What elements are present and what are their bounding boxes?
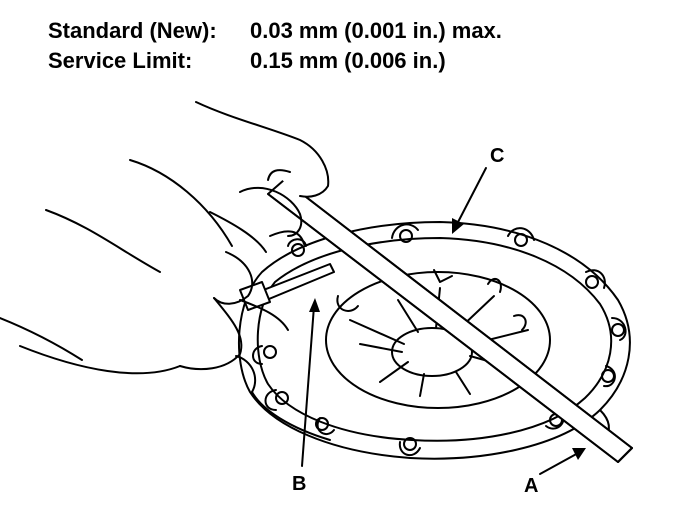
arrowhead-c [452,218,464,234]
arrowhead-b [309,298,320,312]
leader-a [539,451,581,475]
pressure-plate [237,221,631,460]
callout-a: A [524,475,539,497]
leader-b [301,305,315,467]
leader-lines [301,167,581,475]
spec-standard-label: Standard (New): [48,18,217,43]
arrowhead-a [572,448,586,460]
diaphragm-spring [325,269,551,409]
callout-c: C [490,145,505,167]
callout-b: B [292,473,307,495]
leader-c [455,167,487,227]
spec-standard-value: 0.03 mm (0.001 in.) max. [250,18,502,43]
mounting-lugs [252,223,627,457]
straight-edge [267,179,633,463]
spec-service-limit: Service Limit: 0.15 mm (0.006 in.) [48,48,446,74]
feeler-gauge [239,263,335,311]
spec-service-limit-value: 0.15 mm (0.006 in.) [250,48,446,73]
hands [0,101,330,393]
spec-standard: Standard (New): 0.03 mm (0.001 in.) max. [48,18,502,44]
spec-service-limit-label: Service Limit: [48,48,193,73]
arrowheads [309,218,586,460]
